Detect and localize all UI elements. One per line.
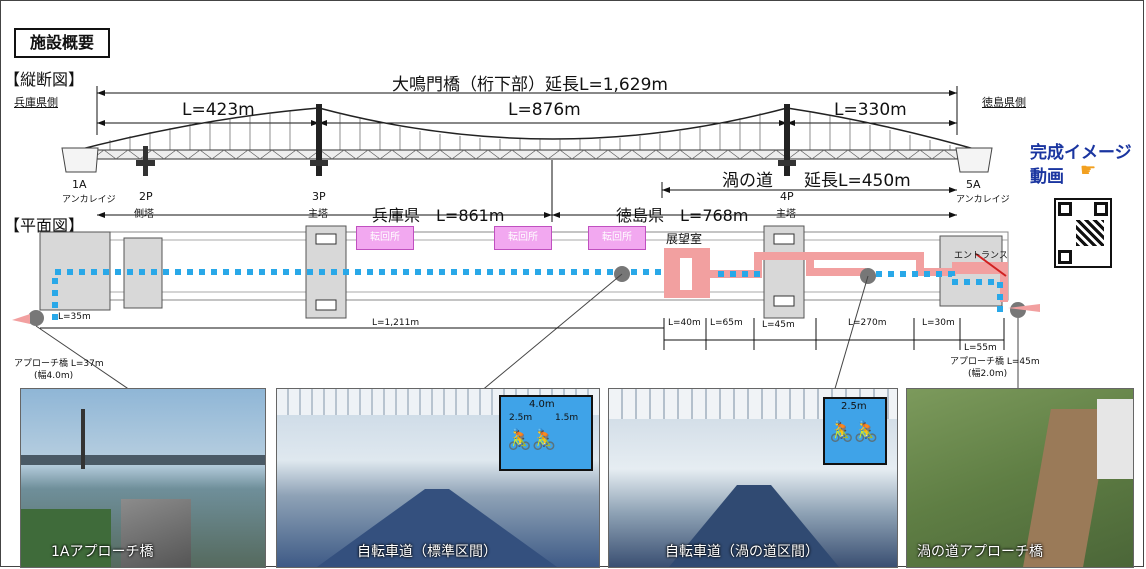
photo-1a-approach: 1Aアプローチ橋 bbox=[20, 388, 266, 568]
dim-270: L=270m bbox=[848, 318, 887, 328]
photo-1-caption: 1Aアプローチ橋 bbox=[51, 544, 154, 560]
sign-width-a: 2.5m bbox=[509, 413, 533, 423]
pointing-hand-icon: ☛ bbox=[1080, 160, 1097, 181]
plan-label: 【平面図】 bbox=[4, 216, 85, 235]
turnout-callout-1: 転回所 bbox=[356, 226, 414, 250]
sign-width-b: 1.5m bbox=[555, 413, 579, 423]
dim-65: L=65m bbox=[710, 318, 743, 328]
sign-total-width: 4.0m bbox=[529, 399, 555, 410]
hyogo-length-label: 兵庫県 L=861m bbox=[372, 206, 505, 225]
photo-cycle-standard: 4.0m 2.5m 1.5m 🚴🚴 自転車道（標準区間） bbox=[276, 388, 600, 568]
pier-3p-code: 3P bbox=[312, 190, 326, 203]
dim-45: L=45m bbox=[762, 320, 795, 330]
approach-left-label: アプローチ橋 L=37m bbox=[14, 359, 104, 369]
hyogo-side-label: 兵庫県側 bbox=[14, 96, 58, 109]
tokushima-side-label: 徳島県側 bbox=[982, 96, 1026, 109]
photo-cycle-uzu: 2.5m 🚴🚴 自転車道（渦の道区間） bbox=[608, 388, 898, 568]
dim-55: L=55m bbox=[964, 343, 997, 353]
profile-label: 【縦断図】 bbox=[4, 70, 85, 89]
photo-3-caption: 自転車道（渦の道区間） bbox=[665, 544, 819, 560]
span-1-label: L=423m bbox=[182, 100, 255, 120]
lane-width-sign-uzu: 2.5m 🚴🚴 bbox=[823, 397, 887, 465]
promo-line-1: 完成イメージ bbox=[1030, 143, 1132, 163]
entrance-label: エントランス bbox=[954, 251, 1008, 261]
uzu-length-label: 延長L=450m bbox=[804, 171, 911, 191]
tokushima-length-label: 徳島県 L=768m bbox=[616, 206, 749, 225]
pier-4p-code: 4P bbox=[780, 190, 794, 203]
lane-width-sign-standard: 4.0m 2.5m 1.5m 🚴🚴 bbox=[499, 395, 593, 471]
pier-2p-code: 2P bbox=[139, 190, 153, 203]
qr-code-icon[interactable] bbox=[1054, 198, 1112, 268]
turnout-callout-2: 転回所 bbox=[494, 226, 552, 250]
uzu-label: 渦の道 bbox=[722, 171, 773, 191]
approach-right-width: (幅2.0m) bbox=[968, 369, 1008, 379]
pier-1a-name: アンカレイジ bbox=[62, 195, 116, 205]
photo-2-caption: 自転車道（標準区間） bbox=[357, 544, 497, 560]
pier-4p-name: 主塔 bbox=[776, 209, 796, 220]
span-2-label: L=876m bbox=[508, 100, 581, 120]
approach-left-width: (幅4.0m) bbox=[34, 371, 74, 381]
dim-left-35: L=35m bbox=[58, 312, 91, 322]
pier-2p-name: 側塔 bbox=[134, 209, 154, 220]
promo-line-2: 動画 bbox=[1030, 167, 1064, 187]
turnout-callout-3: 転回所 bbox=[588, 226, 646, 250]
dim-30: L=30m bbox=[922, 318, 955, 328]
approach-right-label: アプローチ橋 L=45m bbox=[950, 357, 1040, 367]
span-3-label: L=330m bbox=[834, 100, 907, 120]
pier-3p-name: 主塔 bbox=[308, 209, 328, 220]
observatory-label: 展望室 bbox=[666, 232, 703, 246]
photo-4-caption: 渦の道アプローチ橋 bbox=[917, 544, 1043, 560]
dim-40: L=40m bbox=[668, 318, 701, 328]
photo-uzu-approach: 渦の道アプローチ橋 bbox=[906, 388, 1134, 568]
total-length-label: 大鳴門橋（桁下部）延長L=1,629m bbox=[392, 75, 668, 95]
sign-uzu-width: 2.5m bbox=[841, 401, 867, 412]
dim-1211: L=1,211m bbox=[372, 318, 420, 328]
cyclist-icons: 🚴🚴 bbox=[507, 427, 557, 451]
pier-5a-name: アンカレイジ bbox=[956, 195, 1010, 205]
page-title: 施設概要 bbox=[14, 28, 110, 58]
pier-1a-code: 1A bbox=[72, 178, 87, 191]
pier-5a-code: 5A bbox=[966, 178, 981, 191]
cyclist-icons-uzu: 🚴🚴 bbox=[829, 419, 879, 443]
